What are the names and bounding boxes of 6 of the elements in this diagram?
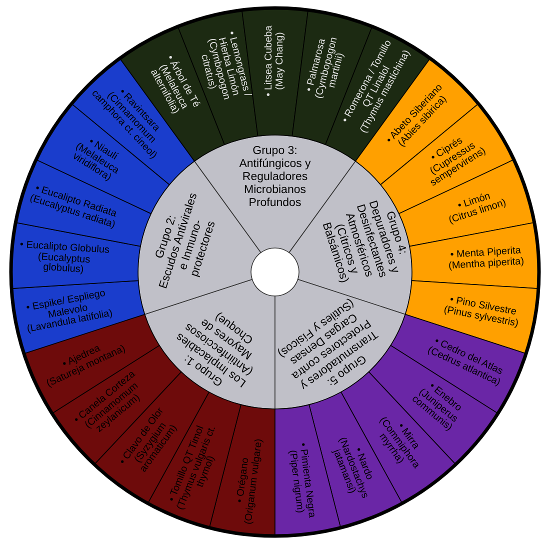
bracketed-name: (May Chang) bbox=[275, 32, 286, 90]
bracketed-name: (Mentha piperita) bbox=[448, 256, 524, 272]
group-description: Antifúngicos y Reguladores Microbianos Profundos bbox=[238, 158, 312, 210]
oil-name: • Litsea Cubeba bbox=[264, 26, 275, 96]
bracketed-name: (Eucalyptus globulus) bbox=[38, 250, 91, 278]
group-heading: Grupo 3: bbox=[252, 144, 298, 158]
